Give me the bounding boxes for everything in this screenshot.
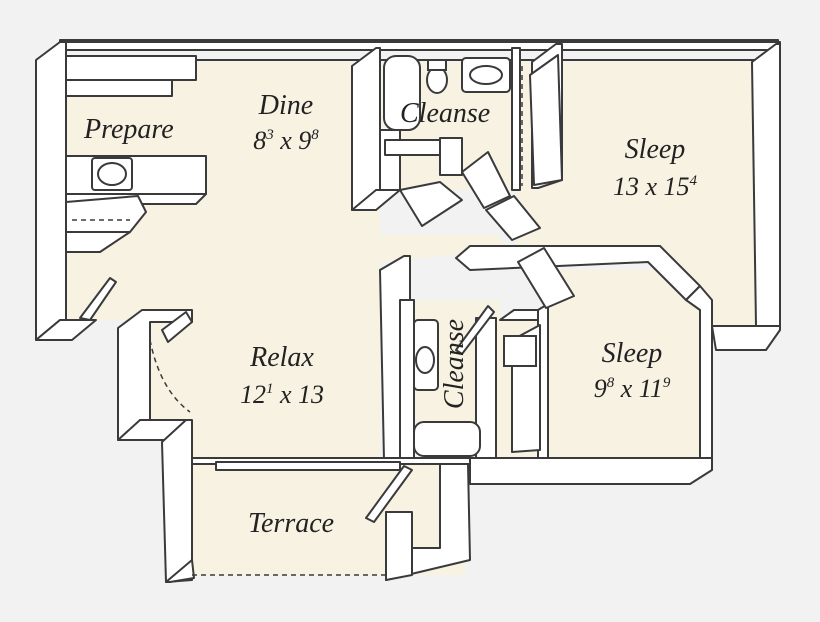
floor-master-bedroom: [515, 62, 765, 325]
fixtures: [91, 55, 537, 457]
room-name: Relax: [250, 342, 314, 373]
door-closet-top: [485, 195, 541, 241]
kitchen-counter-island: [65, 155, 207, 195]
room-label-sleep-second: Sleep 98 x 119: [572, 340, 692, 402]
sliding-door: [215, 461, 401, 471]
room-label-cleanse-top: Cleanse: [400, 100, 490, 128]
floor-second-bedroom: [540, 270, 712, 458]
door-bath-top: [399, 181, 463, 227]
door-master: [461, 151, 511, 209]
room-label-terrace: Terrace: [248, 510, 334, 538]
room-name: Terrace: [248, 508, 335, 539]
doors: [79, 151, 575, 523]
wall-top: [61, 41, 781, 51]
kitchen-counter-lower: [65, 195, 147, 233]
walls: [35, 39, 781, 583]
door-entry: [79, 277, 117, 321]
door-closet-entry: [161, 311, 193, 343]
room-label-relax: Relax 121 x 13: [222, 344, 342, 408]
wall-bottom: [469, 457, 713, 485]
room-name: Dine: [258, 90, 314, 121]
room-dimensions: 98 x 119: [593, 374, 671, 403]
wall-kitchen-right: [351, 47, 381, 211]
room-name: Sleep: [601, 338, 663, 369]
washer: [503, 335, 537, 367]
room-label-prepare: Prepare: [84, 116, 174, 144]
door-bath-side: [455, 305, 495, 355]
door-second: [517, 247, 575, 309]
room-label-dine: Dine 83 x 98: [236, 92, 336, 154]
tub-side: [413, 421, 481, 457]
wall-left: [35, 41, 67, 341]
door-terrace: [365, 465, 413, 523]
room-dimensions: 13 x 154: [612, 172, 698, 201]
room-label-sleep-main: Sleep 13 x 154: [590, 136, 720, 200]
wardrobe-master: [529, 54, 563, 186]
room-name: Cleanse: [400, 98, 491, 129]
room-dimensions: 83 x 98: [253, 126, 319, 155]
room-label-cleanse-side: Cleanse: [439, 309, 470, 419]
dashed-lines: [72, 66, 523, 576]
wall-bath-top-right: [511, 47, 521, 191]
wall-right: [751, 43, 781, 327]
room-name: Sleep: [624, 134, 686, 165]
room-name: Cleanse: [439, 318, 470, 410]
tub-top: [383, 55, 421, 131]
room-dimensions: 121 x 13: [239, 380, 325, 409]
kitchen-counter-top: [65, 55, 197, 81]
toilet-side: [415, 346, 435, 374]
room-name: Prepare: [84, 114, 174, 145]
